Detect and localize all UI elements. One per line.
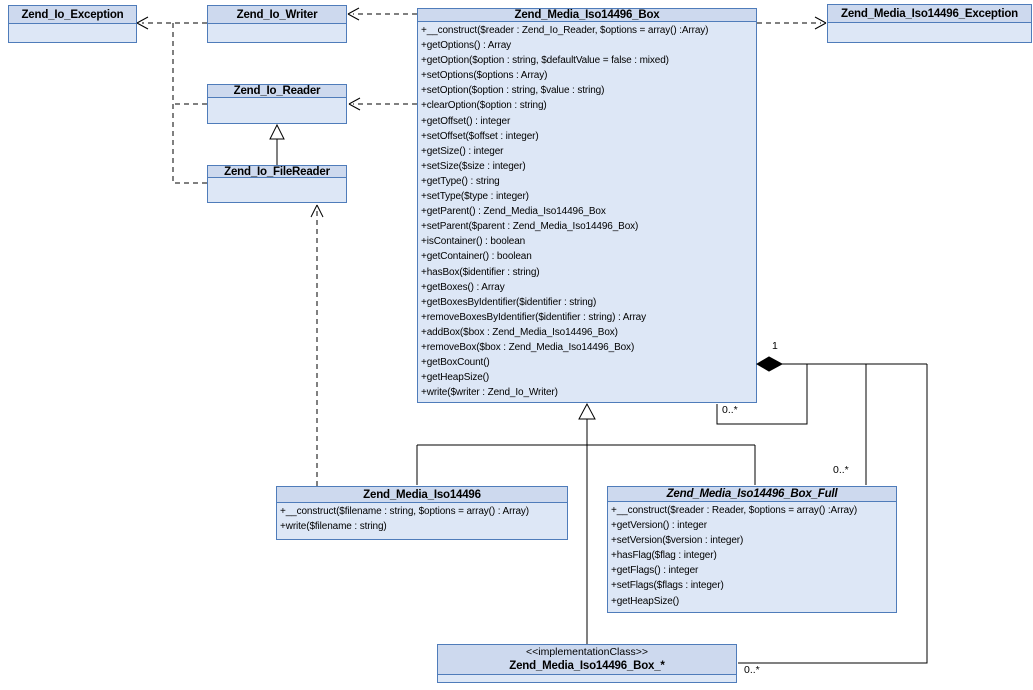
- multiplicity-many-impl: 0..*: [744, 664, 760, 676]
- class-title: Zend_Media_Iso14496: [277, 487, 567, 503]
- class-zend-io-writer: Zend_Io_Writer: [207, 5, 347, 43]
- class-body: +__construct($reader : Reader, $options …: [608, 502, 896, 612]
- class-zend-media-iso14496-box: Zend_Media_Iso14496_Box +__construct($re…: [417, 8, 757, 403]
- class-body: +__construct($filename : string, $option…: [277, 503, 567, 539]
- method-row: +getBoxCount(): [421, 357, 490, 369]
- open-arrowhead-icon: [347, 7, 360, 21]
- class-title: Zend_Media_Iso14496_Box: [418, 9, 756, 22]
- class-zend-io-exception: Zend_Io_Exception: [8, 5, 137, 43]
- method-row: +removeBox($box : Zend_Media_Iso14496_Bo…: [421, 341, 635, 353]
- method-row: +setParent($parent : Zend_Media_Iso14496…: [421, 221, 639, 233]
- method-row: +isContainer() : boolean: [421, 236, 526, 248]
- method-row: +setFlags($flags : integer): [611, 580, 724, 592]
- class-body: +__construct($reader : Zend_Io_Reader, $…: [418, 22, 756, 402]
- hollow-triangle-icon: [578, 402, 596, 420]
- method-row: +setSize($size : integer): [421, 160, 526, 172]
- multiplicity-many-full: 0..*: [833, 464, 849, 476]
- stereotype-label: <<implementationClass>>: [526, 646, 648, 658]
- method-row: +getVersion() : integer: [611, 520, 707, 532]
- method-row: +getOffset() : integer: [421, 115, 511, 127]
- composition-diamond-icon: [756, 356, 784, 372]
- class-zend-io-reader: Zend_Io_Reader: [207, 84, 347, 124]
- method-row: +getType() : string: [421, 175, 500, 187]
- method-row: +setOptions($options : Array): [421, 70, 548, 82]
- class-body: [208, 178, 346, 202]
- class-body: [438, 675, 736, 682]
- method-row: +clearOption($option : string): [421, 100, 547, 112]
- method-row: +setOption($option : string, $value : st…: [421, 85, 605, 97]
- method-row: +write($writer : Zend_Io_Writer): [421, 387, 558, 399]
- class-body: [208, 98, 346, 123]
- method-row: +__construct($reader : Zend_Io_Reader, $…: [421, 25, 709, 36]
- hollow-triangle-icon: [269, 123, 285, 140]
- method-row: +addBox($box : Zend_Media_Iso14496_Box): [421, 326, 618, 338]
- class-zend-media-iso14496-box-impl: <<implementationClass>> Zend_Media_Iso14…: [437, 644, 737, 683]
- class-body: [9, 24, 136, 42]
- method-row: +__construct($filename : string, $option…: [280, 506, 530, 517]
- class-title: Zend_Io_Exception: [9, 6, 136, 24]
- class-body: [208, 24, 346, 42]
- class-title: Zend_Media_Iso14496_Box_*: [509, 660, 665, 672]
- class-zend-io-filereader: Zend_Io_FileReader: [207, 165, 347, 203]
- method-row: +removeBoxesByIdentifier($identifier : s…: [421, 311, 647, 323]
- method-row: +setVersion($version : integer): [611, 535, 744, 547]
- open-arrowhead-icon: [348, 97, 361, 111]
- class-body: [828, 23, 1031, 42]
- class-zend-media-iso14496-exception: Zend_Media_Iso14496_Exception: [827, 4, 1032, 43]
- method-row: +getContainer() : boolean: [421, 251, 532, 263]
- class-zend-media-iso14496-box-full: Zend_Media_Iso14496_Box_Full +__construc…: [607, 486, 897, 613]
- method-row: +getHeapSize(): [611, 595, 680, 607]
- method-row: +setOffset($offset : integer): [421, 130, 539, 142]
- method-row: +__construct($reader : Reader, $options …: [611, 505, 858, 516]
- method-row: +getBoxes() : Array: [421, 281, 505, 293]
- method-row: +getFlags() : integer: [611, 565, 699, 577]
- method-row: +write($filename : string): [280, 521, 387, 533]
- class-title: Zend_Media_Iso14496_Box_Full: [608, 487, 896, 502]
- open-arrowhead-icon: [814, 16, 827, 30]
- method-row: +getHeapSize(): [421, 372, 490, 384]
- class-title: Zend_Io_FileReader: [208, 166, 346, 178]
- method-row: +hasFlag($flag : integer): [611, 550, 717, 562]
- open-arrowhead-icon: [136, 16, 149, 30]
- class-title: Zend_Media_Iso14496_Exception: [828, 5, 1031, 23]
- multiplicity-many-self: 0..*: [722, 404, 738, 416]
- method-row: +getSize() : integer: [421, 145, 504, 157]
- multiplicity-one: 1: [772, 340, 778, 352]
- method-row: +getBoxesByIdentifier($identifier : stri…: [421, 296, 597, 308]
- method-row: +setType($type : integer): [421, 191, 529, 203]
- method-row: +getOption($option : string, $defaultVal…: [421, 55, 669, 67]
- open-arrowhead-icon: [310, 204, 324, 218]
- class-zend-media-iso14496: Zend_Media_Iso14496 +__construct($filena…: [276, 486, 568, 540]
- class-header: <<implementationClass>> Zend_Media_Iso14…: [438, 645, 736, 675]
- method-row: +getOptions() : Array: [421, 40, 512, 52]
- method-row: +hasBox($identifier : string): [421, 266, 540, 278]
- class-title: Zend_Io_Writer: [208, 6, 346, 24]
- class-title: Zend_Io_Reader: [208, 85, 346, 98]
- method-row: +getParent() : Zend_Media_Iso14496_Box: [421, 206, 606, 218]
